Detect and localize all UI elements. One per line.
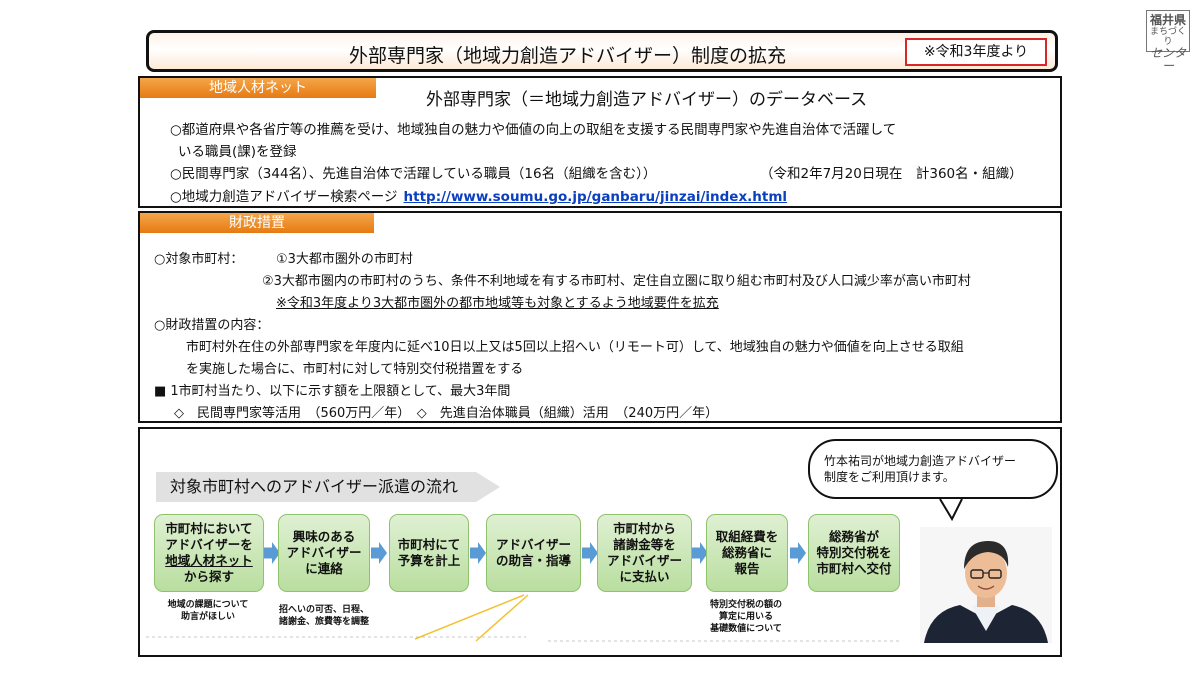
step-1-line-1: 市町村において: [165, 521, 253, 536]
step-6-line-1: 取組経費を: [715, 529, 779, 544]
note-2-line-2: 諸謝金、旅費等を調整: [278, 617, 369, 627]
registrant-total-text: （令和2年7月20日現在 計360名・組織）: [760, 166, 1023, 182]
search-page-link[interactable]: http://www.soumu.go.jp/ganbaru/jinzai/in…: [403, 189, 788, 205]
note-2-line-1: 招へいの可否、日程、: [278, 605, 369, 615]
flow-step-6: 取組経費を 総務省に 報告: [706, 514, 788, 592]
flow-arrow-icon: [264, 542, 280, 564]
note-3-line-1: 特別交付税の額の: [709, 600, 782, 610]
registration-text-2: いる職員(課)を登録: [178, 144, 297, 160]
step-5-line-1: 市町村から: [613, 521, 676, 536]
bubble-line-2: 制度をご利用頂けます。: [824, 470, 955, 484]
note-3-line-2: 算定に用いる: [718, 612, 773, 622]
step-7-line-3: 市町村へ交付: [816, 561, 892, 576]
flow-step-5: 市町村から 諸謝金等を アドバイザー に支払い: [597, 514, 692, 592]
flow-title: 対象市町村へのアドバイザー派遣の流れ: [156, 472, 500, 502]
search-page-line: ○地域力創造アドバイザー検索ページ http://www.soumu.go.jp/…: [170, 185, 787, 205]
step-1-line-3: 地域人材ネット: [165, 553, 253, 568]
target-municipalities-label: ○対象市町村：: [154, 252, 244, 267]
step-1-line-4: から探す: [183, 569, 234, 584]
amount-text: ◇ 民間専門家等活用 （560万円／年） ◇ 先進自治体職員（組織）活用 （24…: [174, 406, 719, 421]
step-2-note: 招へいの可否、日程、 諸謝金、旅費等を調整: [274, 604, 374, 628]
dispatch-flow-section: 対象市町村へのアドバイザー派遣の流れ 市町村において アドバイザーを 地域人材ネ…: [138, 427, 1062, 657]
measure-content-label: ○財政措置の内容：: [154, 318, 270, 333]
note-3-line-3: 基礎数値について: [710, 624, 782, 634]
speech-bubble: 竹本祐司が地域力創造アドバイザー 制度をご利用頂けます。: [808, 439, 1058, 499]
flow-arrow-icon: [582, 542, 598, 564]
registration-text-1: ○都道府県や各省庁等の推薦を受け、地域独自の魅力や価値の向上の取組を支援する民間…: [170, 122, 897, 138]
bubble-tail: [939, 498, 963, 522]
flow-arrow-icon: [692, 542, 708, 564]
step-1-line-2: アドバイザーを: [165, 537, 253, 552]
title-bar: 外部専門家（地域力創造アドバイザー）制度の拡充 ※令和3年度より: [146, 30, 1058, 72]
bubble-line-1: 竹本祐司が地域力創造アドバイザー: [824, 454, 1017, 468]
step-6-line-3: 報告: [734, 561, 760, 576]
database-heading: 外部専門家（＝地域力創造アドバイザー）のデータベース: [426, 90, 868, 110]
note-1-line-1: 地域の課題について: [167, 600, 249, 610]
step-3-line-2: 予算を計上: [397, 553, 461, 568]
registrant-count-text: ○民間専門家（344名）、先進自治体で活躍している職員（16名（組織を含む））: [170, 166, 657, 182]
note-1-line-2: 助言がほしい: [180, 612, 235, 622]
step-3-line-1: 市町村にて: [397, 537, 461, 552]
measure-content-text-1: 市町村外在住の外部専門家を年度内に延べ10日以上又は5回以上招へい（リモート可）…: [186, 340, 964, 355]
target-expansion-note: ※令和3年度より3大都市圏外の都市地域等も対象とするよう地域要件を拡充: [276, 296, 719, 311]
upper-limit-text: ■ 1市町村当たり、以下に示す額を上限額として、最大3年間: [154, 384, 511, 399]
effective-date-badge: ※令和3年度より: [905, 38, 1047, 66]
step-1-note: 地域の課題について 助言がほしい: [156, 599, 260, 623]
step-2-line-3: に連絡: [305, 561, 343, 576]
step-2-line-1: 興味のある: [292, 529, 356, 544]
talent-network-tab: 地域人材ネット: [140, 78, 376, 98]
step-7-line-2: 特別交付税を: [816, 545, 892, 560]
financial-measures-tab: 財政措置: [140, 213, 374, 233]
yellow-pointer-line-2: [475, 594, 529, 642]
step-2-line-2: アドバイザー: [286, 545, 362, 560]
flow-arrow-icon: [371, 542, 387, 564]
step-6-line-2: 総務省に: [721, 545, 772, 560]
step-4-line-2: の助言・指導: [495, 553, 571, 568]
step-7-line-1: 総務省が: [828, 529, 879, 544]
yellow-pointer-line-1: [414, 594, 525, 640]
flow-step-3: 市町村にて 予算を計上: [389, 514, 469, 592]
target-item-2: ②3大都市圏内の市町村のうち、条件不利地域を有する市町村、定住自立圏に取り組む市…: [262, 274, 971, 289]
step-5-line-2: 諸謝金等を: [613, 537, 676, 552]
center-logo: 福井県 まちづくり センター: [1146, 10, 1190, 73]
measure-content-text-2: を実施した場合に、市町村に対して特別交付税措置をする: [186, 362, 524, 377]
financial-measures-section: 財政措置 ○対象市町村： ①3大都市圏外の市町村 ②3大都市圏内の市町村のうち、…: [138, 211, 1062, 423]
logo-line-1: 福井県: [1149, 13, 1186, 27]
page-title: 外部専門家（地域力創造アドバイザー）制度の拡充: [349, 45, 787, 67]
step-5-line-3: アドバイザー: [606, 553, 682, 568]
step-5-line-4: に支払い: [619, 569, 670, 584]
advisor-portrait-image: [920, 527, 1052, 643]
advisor-photo: [920, 527, 1052, 643]
flow-arrow-icon: [470, 542, 486, 564]
talent-network-section: 地域人材ネット 外部専門家（＝地域力創造アドバイザー）のデータベース ○都道府県…: [138, 76, 1062, 208]
flow-step-4: アドバイザー の助言・指導: [486, 514, 581, 592]
flow-step-7: 総務省が 特別交付税を 市町村へ交付: [808, 514, 900, 592]
logo-line-2: まちづくり: [1149, 27, 1186, 47]
step-4-line-1: アドバイザー: [495, 537, 571, 552]
step-6-note: 特別交付税の額の 算定に用いる 基礎数値について: [696, 599, 796, 635]
flow-arrow-icon: [790, 542, 806, 564]
flow-step-1: 市町村において アドバイザーを 地域人材ネット から探す: [154, 514, 264, 592]
flow-step-2: 興味のある アドバイザー に連絡: [278, 514, 370, 592]
flow-connector-lines: [146, 498, 963, 642]
search-page-label: ○地域力創造アドバイザー検索ページ: [170, 189, 398, 205]
logo-line-3: センター: [1149, 46, 1186, 73]
target-item-1: ①3大都市圏外の市町村: [276, 252, 413, 267]
